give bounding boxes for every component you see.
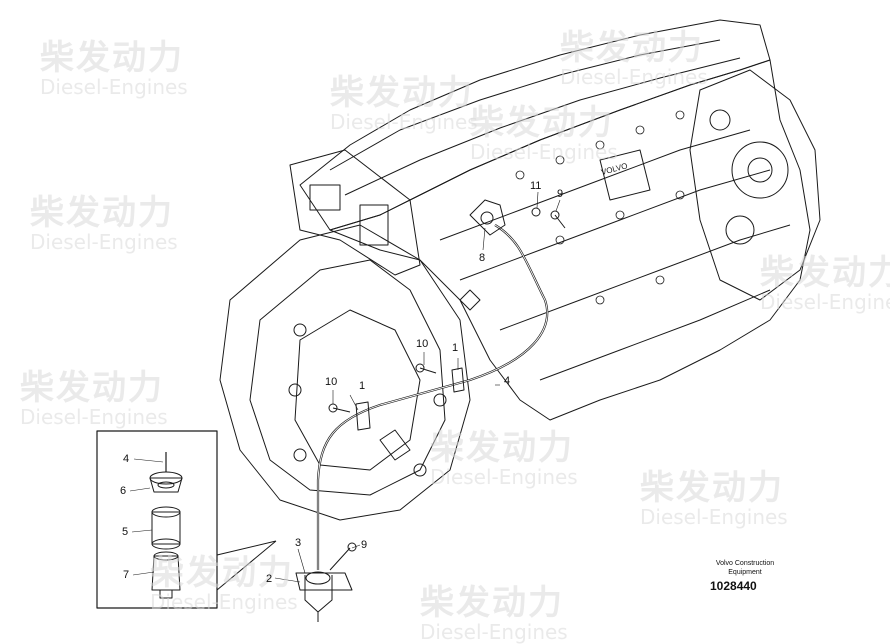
engine-oil-sensor-diagram: VOLVO xyxy=(96,19,821,622)
sensor-bracket xyxy=(469,199,506,236)
callout-5: 5 xyxy=(122,526,129,538)
callout-11: 11 xyxy=(530,180,542,192)
credit-line-2: Equipment xyxy=(728,569,762,576)
engine-block xyxy=(329,59,811,421)
callout-6: 6 xyxy=(120,485,127,497)
callout-1: 1 xyxy=(452,342,459,354)
sensor-housing xyxy=(295,572,353,591)
bolt xyxy=(329,547,351,571)
timing-cover xyxy=(689,69,821,301)
callout-2: 2 xyxy=(266,573,273,585)
valve-cover xyxy=(299,19,771,231)
bolt xyxy=(554,214,566,229)
flywheel-housing xyxy=(219,224,471,521)
publisher-credit: Volvo Construction Equipment xyxy=(690,559,800,577)
detail-box xyxy=(96,430,218,609)
document-number: 1028440 xyxy=(710,579,757,593)
pipe-clamp xyxy=(355,401,371,431)
bolt xyxy=(419,367,437,374)
callout-1: 1 xyxy=(359,380,366,392)
callout-10: 10 xyxy=(416,338,429,350)
callout-7: 7 xyxy=(123,569,130,581)
callout-3: 3 xyxy=(295,537,302,549)
pipe-clamp xyxy=(451,367,465,393)
callout-10: 10 xyxy=(325,376,338,388)
callout-4: 4 xyxy=(123,453,130,465)
callout-4: 4 xyxy=(504,375,511,387)
callout-9: 9 xyxy=(557,188,564,200)
callout-9: 9 xyxy=(361,539,368,551)
callout-8: 8 xyxy=(479,252,486,264)
credit-line-1: Volvo Construction xyxy=(715,560,775,567)
bolt xyxy=(332,407,351,413)
